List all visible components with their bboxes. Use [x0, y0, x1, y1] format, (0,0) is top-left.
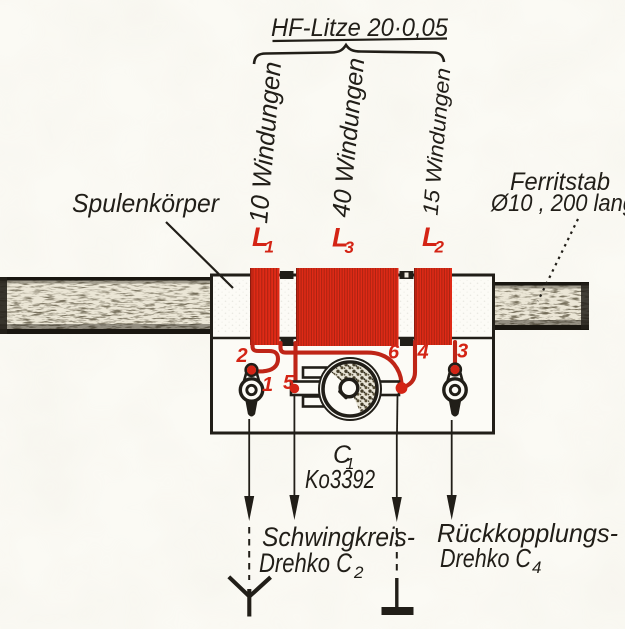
svg-text:Rückkopplungs-: Rückkopplungs- [437, 518, 618, 548]
svg-text:2: 2 [353, 563, 364, 582]
svg-text:5: 5 [283, 372, 295, 394]
svg-text:L: L [252, 222, 269, 252]
svg-text:Ferritstab: Ferritstab [510, 168, 610, 196]
svg-text:3: 3 [457, 341, 468, 363]
svg-text:L: L [422, 222, 439, 252]
svg-text:1: 1 [346, 456, 355, 473]
svg-text:Drehko C: Drehko C [259, 548, 352, 578]
svg-text:1: 1 [262, 374, 273, 396]
svg-text:Ko3392: Ko3392 [305, 464, 375, 494]
svg-text:Ø10 , 200 lang: Ø10 , 200 lang [490, 190, 625, 217]
svg-text:C: C [333, 441, 352, 469]
svg-text:Schwingkreis-: Schwingkreis- [262, 522, 415, 552]
svg-text:Spulenkörper: Spulenkörper [72, 188, 220, 218]
svg-text:6: 6 [388, 342, 400, 364]
svg-text:1: 1 [265, 238, 274, 257]
svg-text:HF-Litze 20·0,05: HF-Litze 20·0,05 [271, 14, 448, 42]
svg-text:L: L [332, 223, 349, 253]
svg-text:4: 4 [417, 342, 429, 364]
svg-text:3: 3 [345, 238, 355, 257]
svg-text:Drehko C: Drehko C [440, 543, 531, 573]
svg-text:2: 2 [434, 238, 445, 257]
svg-text:2: 2 [236, 345, 248, 367]
svg-text:4: 4 [532, 558, 541, 577]
